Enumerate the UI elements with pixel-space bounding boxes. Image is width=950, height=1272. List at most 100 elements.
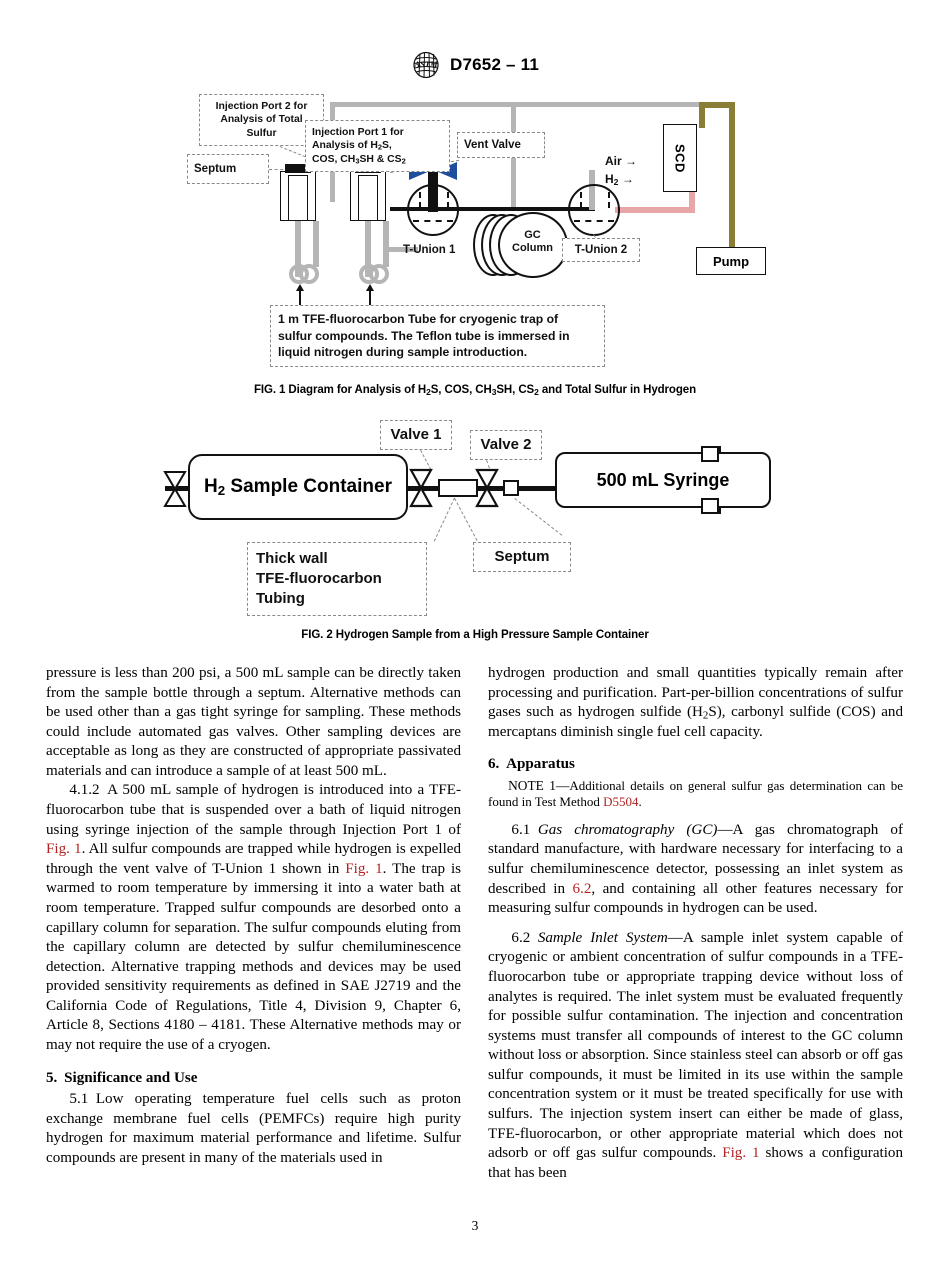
figure-2-caption: FIG. 2 Hydrogen Sample from a High Press… (0, 629, 950, 641)
heading-section-5: 5. Significance and Use (46, 1069, 461, 1089)
note-1-t1: Additional details on general sulfur gas… (488, 777, 903, 810)
tubing-l3: Tubing (256, 589, 305, 607)
transfer-line (390, 207, 595, 211)
septum-fitting (503, 480, 519, 496)
scd-detector-box: SCD (663, 124, 697, 192)
note-1: NOTE 1—Additional details on general sul… (488, 777, 903, 811)
ip1-l1: Injection Port 1 for (312, 127, 404, 139)
callout-septum-fig1: Septum (187, 154, 269, 184)
note-1-t2: . (638, 794, 642, 810)
h2-text: H (605, 172, 614, 186)
callout-vent-valve-text: Vent Valve (464, 138, 521, 151)
h2-arrow-icon: → (621, 172, 634, 186)
trap-arrow-1-icon (295, 284, 305, 306)
ip1-l3sub: 3 (355, 156, 360, 166)
ip1-l2sub: 2 (377, 142, 382, 152)
para-6-1-t1: —A gas chromatograph of standard manufac… (488, 821, 903, 897)
para-5-1-continued: hydrogen production and small quantities… (488, 664, 903, 742)
page-number: 3 (471, 1218, 479, 1233)
link-fig-1-c[interactable]: Fig. 1 (722, 1145, 760, 1162)
para-6-2-t2: shows a configuration that has been (488, 1145, 904, 1181)
callout-t-union-2: T-Union 2 (562, 238, 640, 262)
callout-tfe-tubing: Thick wall TFE-fluorocarbon Tubing (247, 542, 427, 616)
callout-septum-fig1-text: Septum (194, 162, 237, 175)
document-designation: D7652 – 11 (450, 55, 539, 74)
callout-valve-2: Valve 2 (470, 430, 542, 460)
para-5-1-cont-t2: S), carbonyl sulfide (COS) and mercaptan… (488, 704, 903, 740)
ip1-l2a: Analysis of H (312, 140, 378, 152)
callout-vent-valve: Vent Valve (457, 132, 545, 158)
t-union-1-label: T-Union 1 (403, 244, 455, 256)
fig1-cap-s3: 2 (534, 386, 539, 397)
link-6-2[interactable]: 6.2 (572, 880, 592, 897)
callout-valve-1-text: Valve 1 (390, 426, 442, 444)
para-6-1-number: 6.1 (511, 821, 531, 838)
container-inlet-valve-icon (163, 468, 187, 510)
heading-5-title: Significance and Use (64, 1069, 198, 1086)
fig1-cap-p3: SH, CS (496, 384, 535, 396)
figure-1: GC Column SCD Air → H2 → Pump (0, 92, 950, 397)
gc-column-line-1: GC (524, 229, 541, 241)
callout-tfe-tubing-text: Thick wall TFE-fluorocarbon Tubing (256, 549, 382, 608)
gc-column-line-2: Column (512, 241, 553, 254)
para-6-2-number: 6.2 (511, 929, 531, 946)
air-inlet-label: Air → (605, 154, 637, 168)
syringe-plunger-top (701, 446, 719, 462)
callout-valve-2-text: Valve 2 (480, 436, 532, 454)
para-6-1-t2: , and containing all other features nece… (488, 880, 903, 917)
callout-injection-port-1: Injection Port 1 for Analysis of H2S, CO… (305, 120, 450, 172)
page-header: ASTM D7652 – 11 (0, 50, 950, 85)
injection-port-2-inner (288, 175, 308, 221)
ip1-l2b: S, (381, 140, 392, 152)
h2-subscript: 2 (613, 176, 619, 187)
callout-t-union-2-text: T-Union 2 (574, 243, 628, 256)
air-text: Air (605, 154, 622, 168)
para-6-1: 6.1 Gas chromatography (GC)—A gas chroma… (488, 821, 903, 919)
trap-note-l3: liquid nitrogen during sample introducti… (278, 345, 528, 360)
tfe-tubing-segment (438, 479, 478, 497)
figure-2: H2 Sample Container 500 mL Syringe (0, 418, 950, 641)
link-fig-1-a[interactable]: Fig. 1 (46, 841, 82, 858)
trap-arrow-2-icon (365, 284, 375, 306)
fig1-cap-p2: S, COS, CH (430, 384, 492, 396)
gc-column-label: GC Column (512, 229, 553, 255)
valve-1-icon (409, 466, 433, 510)
heading-6-title: Apparatus (506, 756, 575, 773)
para-6-1-italic: Gas chromatography (GC) (537, 821, 718, 838)
pump-label: Pump (712, 253, 750, 269)
fig1-cap-p4: and Total Sulfur in Hydrogen (538, 384, 696, 396)
valve-2-icon (475, 466, 499, 510)
heading-section-6: 6. Apparatus (488, 755, 903, 775)
heading-5-number: 5. (46, 1069, 58, 1086)
para-4-1-1-continued: pressure is less than 200 psi, a 500 mL … (46, 665, 461, 779)
callout-valve-1: Valve 1 (380, 420, 452, 450)
note-1-label: NOTE 1— (508, 777, 570, 793)
callout-septum-fig2-text: Septum (494, 548, 550, 566)
tubing-l2: TFE-fluorocarbon (256, 570, 382, 588)
t-union-2-body (568, 184, 620, 236)
callout-septum-fig2: Septum (473, 542, 571, 572)
h2-sample-container: H2 Sample Container (188, 454, 408, 520)
para-4-1-2-t2: . All sulfur compounds are trapped while… (46, 841, 462, 877)
h2-container-sub: 2 (217, 482, 226, 498)
h2-container-h: H (204, 476, 218, 497)
septum-cap-port-2 (285, 164, 311, 173)
pump-box: Pump (696, 247, 766, 275)
injection-port-1-inner (358, 175, 378, 221)
tubing-l1: Thick wall (256, 550, 328, 568)
link-d5504[interactable]: D5504 (603, 794, 639, 810)
air-arrow-icon: → (625, 154, 638, 168)
link-fig-1-b[interactable]: Fig. 1 (345, 860, 383, 877)
ip1-l3sub2: 2 (401, 156, 406, 166)
syringe-label: 500 mL Syringe (596, 469, 730, 490)
para-4-1-2-number: 4.1.2 (69, 782, 100, 799)
figure-1-caption: FIG. 1 Diagram for Analysis of H2S, COS,… (0, 384, 950, 397)
para-5-1: 5.1 Low operating temperature fuel cells… (46, 1090, 461, 1168)
callout-injection-port-2-text: Injection Port 2 for Analysis of Total S… (215, 101, 308, 139)
h2-container-rest: Sample Container (225, 476, 392, 497)
h2-inlet-label: H2 → (605, 172, 634, 187)
heading-6-number: 6. (488, 756, 500, 773)
ip1-l3a: COS, CH (312, 153, 356, 165)
para-6-2: 6.2 Sample Inlet System—A sample inlet s… (488, 929, 903, 1184)
para-6-2-italic: Sample Inlet System (537, 929, 668, 946)
